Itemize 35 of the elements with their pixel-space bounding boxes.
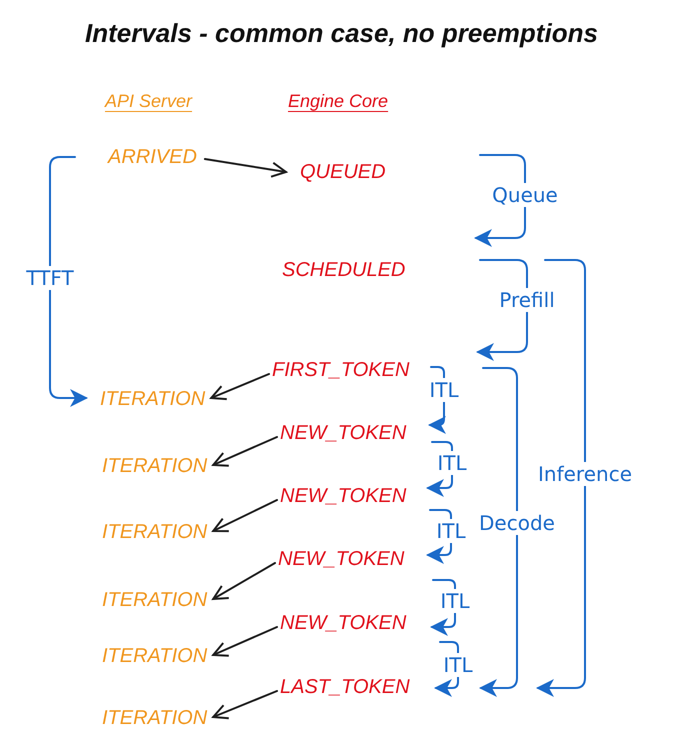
state-label: NEW_TOKEN bbox=[278, 549, 404, 569]
state-label: ARRIVED bbox=[108, 147, 197, 167]
interval-label: ITL bbox=[428, 378, 460, 402]
state-label: NEW_TOKEN bbox=[280, 423, 406, 443]
arrow bbox=[204, 158, 287, 178]
interval-label: TTFT bbox=[25, 266, 75, 290]
arrow bbox=[212, 499, 278, 532]
state-label: LAST_TOKEN bbox=[280, 677, 410, 697]
state-label: NEW_TOKEN bbox=[280, 486, 406, 506]
arrow bbox=[212, 562, 276, 600]
arrow bbox=[210, 373, 270, 400]
state-label: QUEUED bbox=[300, 162, 386, 182]
interval-label: ITL bbox=[442, 653, 474, 677]
arrow bbox=[212, 626, 278, 657]
state-label: ITERATION bbox=[102, 708, 208, 728]
state-label: SCHEDULED bbox=[282, 260, 406, 280]
state-label: ITERATION bbox=[102, 590, 208, 610]
column-heading: API Server bbox=[105, 92, 192, 110]
column-heading: Engine Core bbox=[288, 92, 388, 110]
state-label: ITERATION bbox=[100, 389, 206, 409]
interval-label: Inference bbox=[537, 462, 633, 486]
interval-label: Queue bbox=[491, 182, 559, 206]
state-label: ITERATION bbox=[102, 456, 208, 476]
arrow bbox=[212, 436, 278, 467]
arrow bbox=[212, 690, 278, 720]
interval-label: ITL bbox=[439, 588, 471, 612]
state-label: ITERATION bbox=[102, 522, 208, 542]
interval-label: ITL bbox=[436, 451, 468, 475]
state-label: NEW_TOKEN bbox=[280, 613, 406, 633]
interval-label: ITL bbox=[435, 518, 467, 542]
interval-label: Decode bbox=[478, 511, 556, 535]
state-label: FIRST_TOKEN bbox=[272, 360, 410, 380]
state-label: ITERATION bbox=[102, 646, 208, 666]
diagram-title: Intervals - common case, no preemptions bbox=[85, 20, 598, 46]
interval-label: Prefill bbox=[498, 288, 556, 312]
